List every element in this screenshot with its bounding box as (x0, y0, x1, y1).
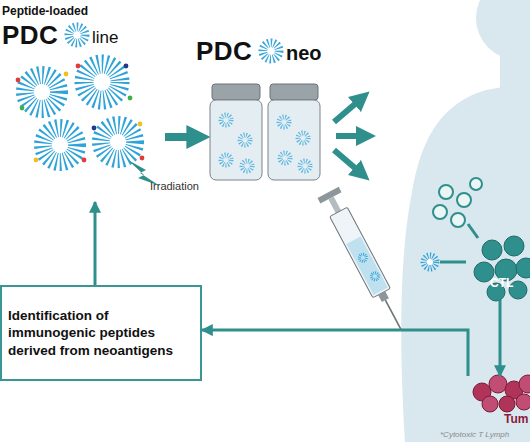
brand-logo (258, 38, 284, 64)
node-text: Peptide-loaded (2, 4, 88, 18)
body-neck (500, 50, 530, 90)
distribution-arrow (334, 150, 362, 174)
cell-starburst (84, 64, 120, 100)
node-text: Tum (504, 412, 528, 426)
tumor-mass (473, 375, 530, 412)
process-box: Identification of immunogenic peptides d… (0, 285, 202, 381)
node-text: line (92, 28, 118, 48)
syringe (318, 187, 412, 336)
body-silhouette (401, 82, 530, 442)
node-text: PDC (2, 20, 58, 51)
footnote: *Cytotoxic T Lymph (440, 430, 509, 439)
naive-t-cells (433, 178, 482, 227)
cell-line-group: Peptide-loadedPDC line (0, 0, 165, 202)
flow-arrow (94, 202, 97, 285)
distribution-arrow (334, 98, 362, 122)
vaccine-group: PDC neo (196, 36, 336, 186)
step-label: Irradiation (150, 180, 199, 192)
brand-logo (64, 22, 90, 48)
activation-line (440, 261, 466, 264)
cell-starburst (424, 256, 436, 268)
activation-line (468, 224, 478, 238)
cell-starburst (43, 128, 77, 162)
cell-starburst (101, 125, 135, 159)
tumor-cells: Tum (460, 376, 530, 432)
flow-arrow (165, 133, 196, 141)
cell-starburst (25, 75, 59, 109)
vial (268, 84, 320, 180)
flow-arrow (202, 330, 468, 376)
peptide-dot (16, 64, 145, 163)
node-text: CTL (490, 276, 513, 290)
ctl-cluster (474, 236, 530, 301)
node-text: PDC (196, 36, 252, 67)
ctl-cells: CTL (472, 238, 530, 300)
vial (210, 84, 262, 180)
distribution-arrow (336, 133, 366, 139)
node-text: Identification of immunogenic peptides d… (8, 307, 194, 360)
node-text: neo (286, 42, 322, 65)
flow-arrow (499, 300, 502, 376)
